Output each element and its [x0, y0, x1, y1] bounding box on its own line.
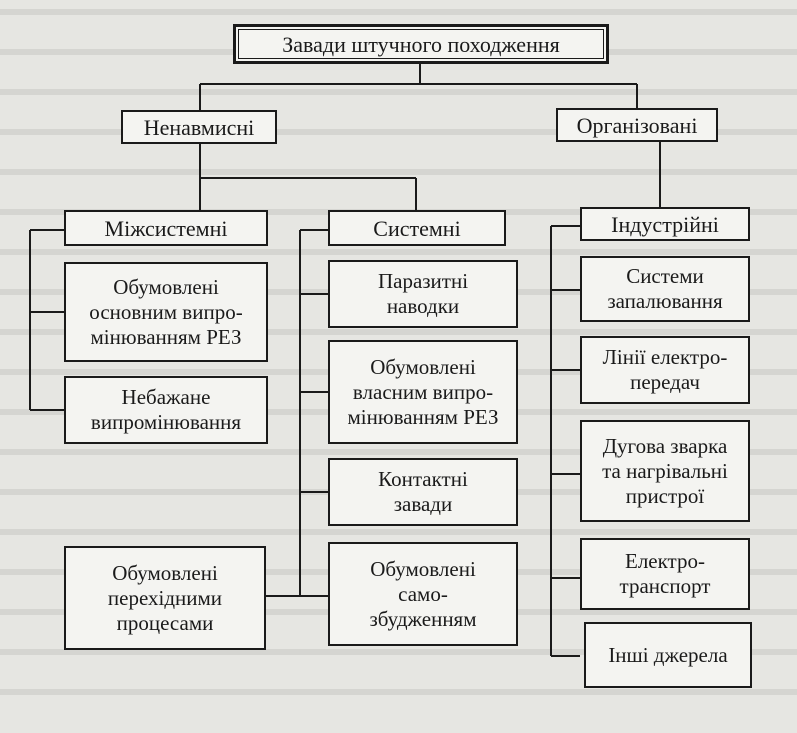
node-system-contact: Контактні завади	[328, 458, 518, 526]
node-label: Електро- транспорт	[619, 549, 711, 598]
node-label: Системи запалювання	[607, 264, 723, 313]
column-header-industrial: Індустрійні	[580, 207, 750, 241]
column-header-intersystem: Міжсистемні	[64, 210, 268, 246]
node-label: Обумовлені власним випро- мінюванням РЕЗ	[347, 354, 499, 429]
column-header-system-label: Системні	[373, 215, 461, 241]
node-system-parasitic-pickup: Паразитні наводки	[328, 260, 518, 328]
node-industrial-power-lines: Лінії електро- передач	[580, 336, 750, 404]
node-label: Лінії електро- передач	[602, 345, 728, 394]
node-label: Контактні завади	[378, 467, 468, 516]
node-intersystem-main-emission: Обумовлені основним випро- мінюванням РЕ…	[64, 262, 268, 362]
branch-unintentional: Ненавмисні	[121, 110, 277, 144]
node-intersystem-unwanted-emission: Небажане випромінювання	[64, 376, 268, 444]
column-header-industrial-label: Індустрійні	[611, 211, 719, 237]
node-industrial-other-sources: Інші джерела	[584, 622, 752, 688]
column-header-intersystem-label: Міжсистемні	[104, 215, 228, 241]
node-label: Обумовлені основним випро- мінюванням РЕ…	[89, 274, 243, 349]
diagram-title-text: Завади штучного походження	[282, 31, 560, 57]
node-system-own-emission: Обумовлені власним випро- мінюванням РЕЗ	[328, 340, 518, 444]
node-system-self-excitation: Обумовлені само- збудженням	[328, 542, 518, 646]
branch-organized: Організовані	[556, 108, 718, 142]
column-header-system: Системні	[328, 210, 506, 246]
node-label: Дугова зварка та нагрівальні пристрої	[602, 433, 728, 508]
node-industrial-transport: Електро- транспорт	[580, 538, 750, 610]
node-industrial-arc-welding: Дугова зварка та нагрівальні пристрої	[580, 420, 750, 522]
diagram-title: Завади штучного походження	[233, 24, 609, 64]
node-label: Обумовлені само- збудженням	[369, 556, 477, 631]
branch-organized-label: Організовані	[576, 112, 698, 138]
node-label: Обумовлені перехідними процесами	[107, 560, 223, 635]
node-industrial-ignition: Системи запалювання	[580, 256, 750, 322]
node-label: Інші джерела	[608, 642, 728, 667]
node-intersystem-transients: Обумовлені перехідними процесами	[64, 546, 266, 650]
node-label: Небажане випромінювання	[90, 385, 242, 434]
branch-unintentional-label: Ненавмисні	[143, 114, 255, 140]
node-label: Паразитні наводки	[377, 269, 469, 318]
